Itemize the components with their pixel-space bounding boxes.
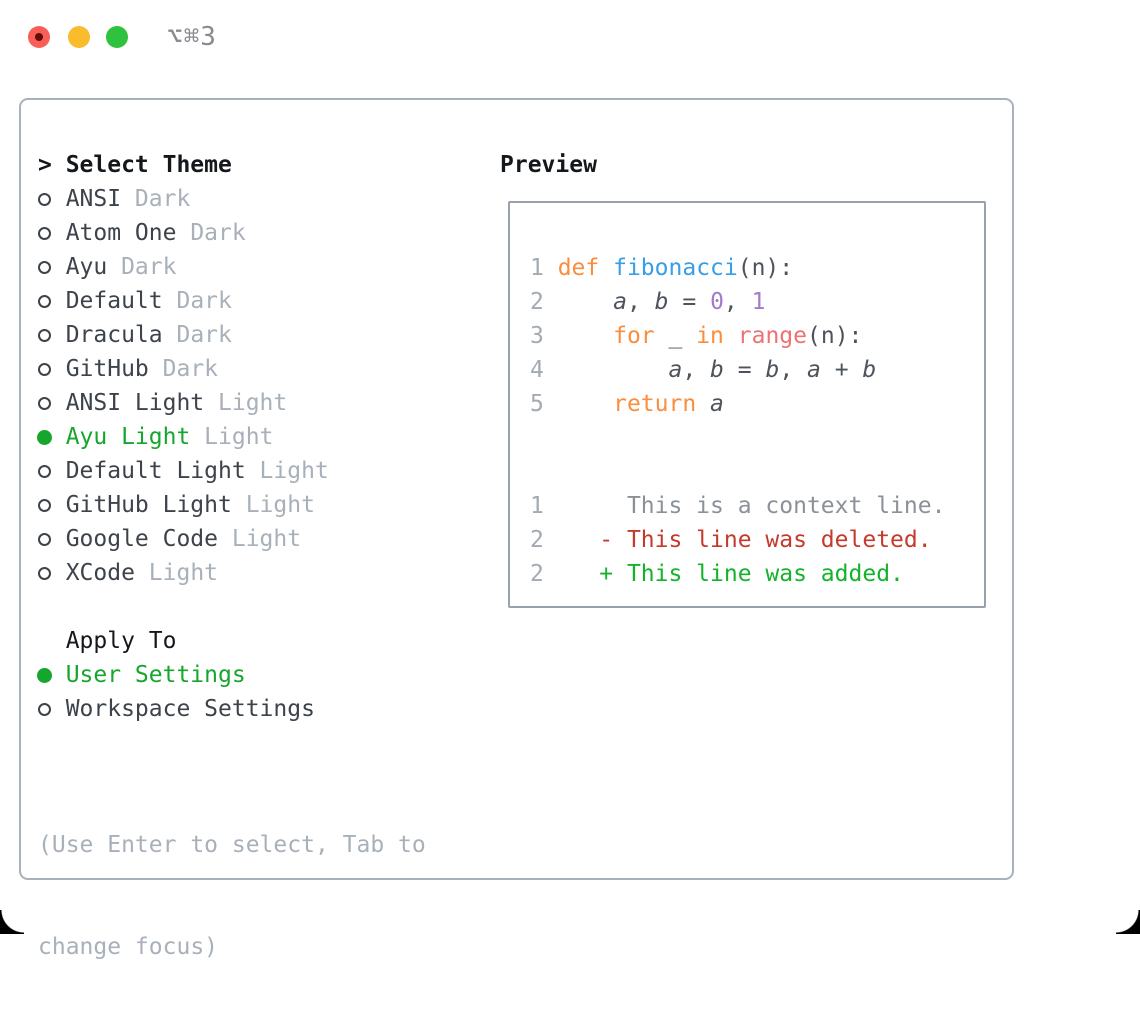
- window-corner-bottom-right: [1116, 910, 1140, 934]
- theme-option-variant: Light: [218, 526, 302, 552]
- theme-option-ansi-dark[interactable]: ANSI Dark: [38, 182, 490, 216]
- theme-option-variant: Light: [134, 560, 219, 586]
- radio-selected-icon: [37, 667, 66, 683]
- radio-unselected-icon: [38, 294, 66, 308]
- hint-line-2: change focus): [38, 934, 219, 960]
- code-line: 2 + This line was added.: [530, 557, 984, 591]
- theme-option-default-light-light[interactable]: Default Light Light: [38, 454, 490, 488]
- line-number: 1: [530, 255, 558, 281]
- theme-option-label: GitHub: [65, 356, 149, 382]
- apply-option-label: User Settings: [65, 662, 246, 688]
- code-line: 2 a, b = 0, 1: [530, 285, 984, 319]
- theme-option-dracula-dark[interactable]: Dracula Dark: [38, 318, 490, 352]
- hint-line-1: (Use Enter to select, Tab to: [38, 832, 426, 858]
- theme-option-variant: Dark: [162, 288, 232, 314]
- radio-unselected-icon: [38, 532, 66, 546]
- radio-unselected-icon: [38, 396, 66, 410]
- theme-option-label: ANSI: [65, 186, 122, 212]
- maximize-button[interactable]: [106, 26, 128, 48]
- minimize-button[interactable]: [68, 26, 90, 48]
- radio-unselected-icon: [38, 702, 66, 716]
- code-line: 4 a, b = b, a + b: [530, 353, 984, 387]
- theme-option-variant: Dark: [162, 322, 232, 348]
- preview-pane: Preview 1 def fibonacci(n):2 a, b = 0, 1…: [500, 148, 1000, 608]
- code-line: 5 return a: [530, 387, 984, 421]
- theme-option-label: Ayu: [65, 254, 108, 280]
- theme-option-label: Atom One: [65, 220, 177, 246]
- radio-unselected-icon: [38, 566, 66, 580]
- line-number: 1: [530, 493, 558, 519]
- line-number: 2: [530, 527, 558, 553]
- theme-option-variant: Light: [231, 492, 315, 518]
- theme-list-header: > Select Theme: [38, 148, 490, 182]
- theme-option-label: Default: [65, 288, 163, 314]
- theme-option-ansi-light-light[interactable]: ANSI Light Light: [38, 386, 490, 420]
- line-number: 2: [530, 561, 558, 587]
- theme-option-label: Google Code: [65, 526, 219, 552]
- close-button[interactable]: [28, 26, 50, 48]
- apply-option-workspace-settings[interactable]: Workspace Settings: [38, 692, 490, 726]
- apply-to-header: Apply To: [38, 624, 490, 658]
- theme-option-google-code-light[interactable]: Google Code Light: [38, 522, 490, 556]
- prompt-icon: >: [38, 152, 66, 178]
- window-corner-bottom-left: [0, 910, 24, 934]
- theme-option-ayu-dark[interactable]: Ayu Dark: [38, 250, 490, 284]
- code-line: 2 - This line was deleted.: [530, 523, 984, 557]
- line-number: 3: [530, 323, 558, 349]
- radio-unselected-icon: [38, 498, 66, 512]
- close-dot-icon: [35, 33, 43, 41]
- apply-option-user-settings[interactable]: User Settings: [37, 658, 490, 692]
- code-line: 3 for _ in range(n):: [530, 319, 984, 353]
- theme-option-variant: Light: [190, 424, 274, 450]
- line-number: 2: [530, 289, 558, 315]
- theme-option-variant: Dark: [148, 356, 219, 382]
- radio-unselected-icon: [38, 192, 66, 206]
- preview-heading: Preview: [500, 152, 597, 178]
- tab-shortcut-label: ⌥⌘3: [167, 22, 217, 52]
- theme-option-variant: Dark: [121, 186, 191, 212]
- code-line: [530, 455, 984, 489]
- hint-text: (Use Enter to select, Tab to change focu…: [38, 760, 490, 1032]
- radio-unselected-icon: [38, 362, 66, 376]
- theme-option-label: ANSI Light: [65, 390, 205, 416]
- theme-option-variant: Dark: [107, 254, 177, 280]
- theme-option-label: XCode: [65, 560, 135, 586]
- apply-option-label: Workspace Settings: [65, 696, 315, 722]
- theme-option-label: Ayu Light: [65, 424, 191, 450]
- theme-option-label: Default Light: [65, 458, 246, 484]
- code-line: [530, 421, 984, 455]
- theme-option-github-light-light[interactable]: GitHub Light Light: [38, 488, 490, 522]
- radio-unselected-icon: [38, 260, 66, 274]
- code-line: 1 This is a context line.: [530, 489, 984, 523]
- theme-option-variant: Light: [204, 390, 288, 416]
- theme-option-label: GitHub Light: [65, 492, 232, 518]
- radio-unselected-icon: [38, 464, 66, 478]
- theme-option-xcode-light[interactable]: XCode Light: [38, 556, 490, 590]
- theme-list-title: Select Theme: [65, 152, 232, 178]
- radio-unselected-icon: [38, 328, 66, 342]
- code-line: 1 def fibonacci(n):: [530, 251, 984, 285]
- apply-to-title: Apply To: [65, 628, 177, 654]
- theme-option-atom-one-dark[interactable]: Atom One Dark: [38, 216, 490, 250]
- radio-unselected-icon: [38, 226, 66, 240]
- radio-selected-icon: [37, 429, 66, 445]
- theme-option-variant: Dark: [176, 220, 246, 246]
- line-number: 4: [530, 357, 558, 383]
- theme-option-variant: Light: [245, 458, 329, 484]
- theme-option-github-dark[interactable]: GitHub Dark: [38, 352, 490, 386]
- theme-option-ayu-light-light[interactable]: Ayu Light Light: [37, 420, 490, 454]
- theme-option-default-dark[interactable]: Default Dark: [38, 284, 490, 318]
- theme-option-label: Dracula: [65, 322, 163, 348]
- window-titlebar: ⌥⌘3: [0, 0, 1140, 74]
- line-number: 5: [530, 391, 558, 417]
